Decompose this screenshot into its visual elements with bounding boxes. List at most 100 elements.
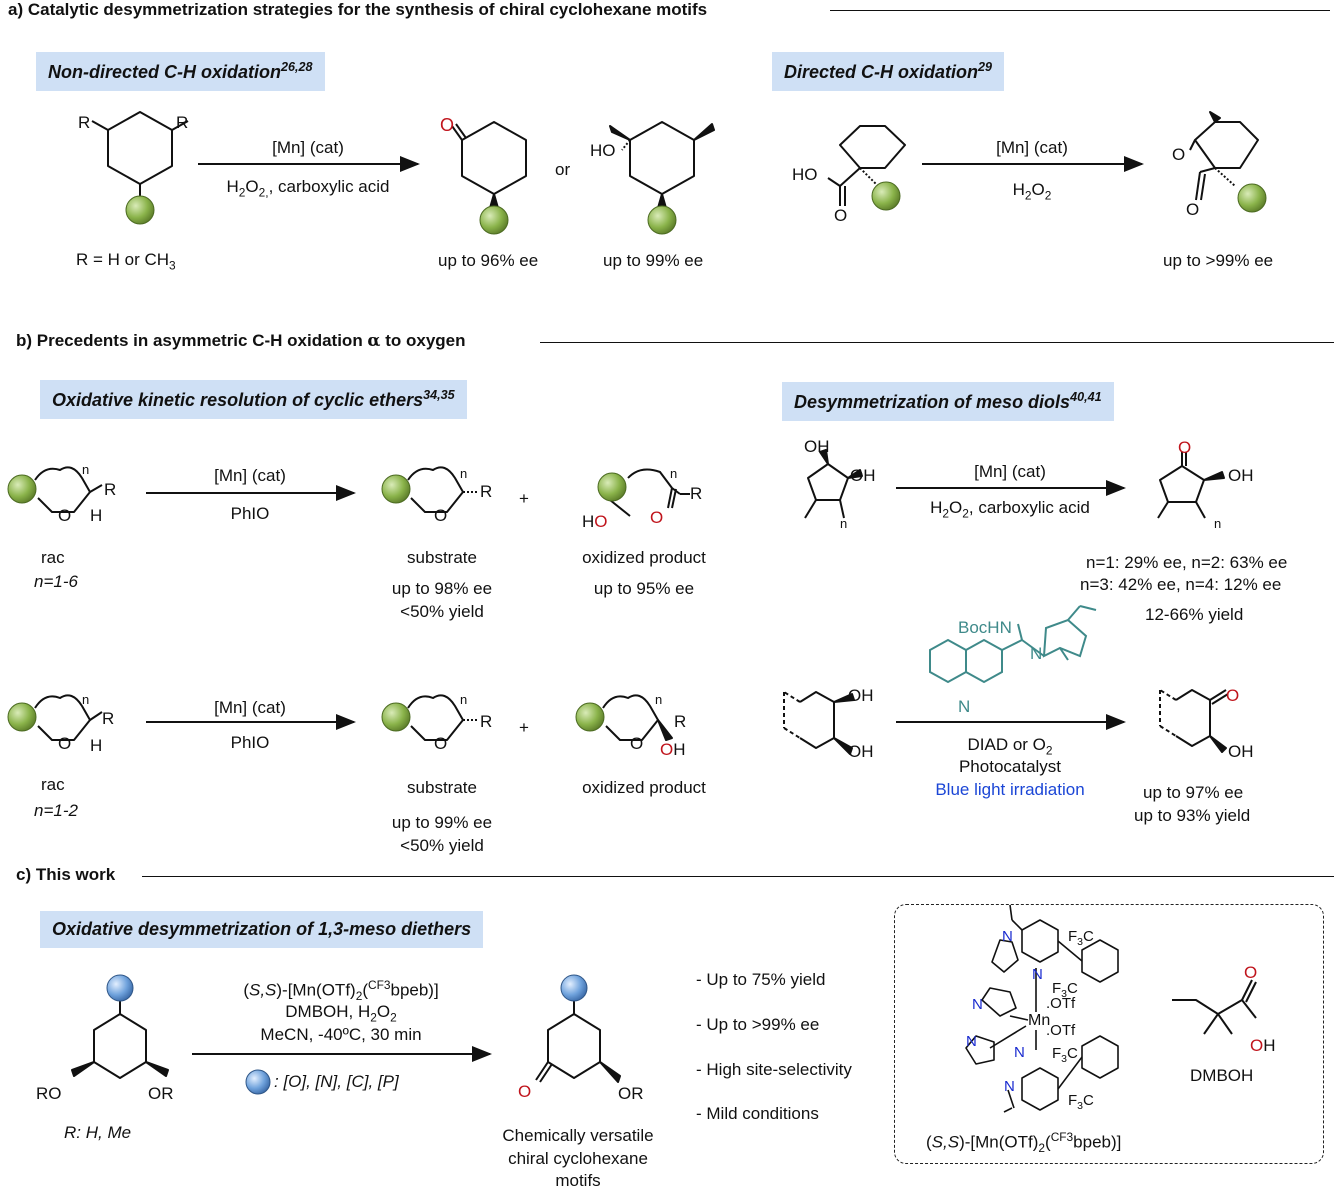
sm1-o: O [58,506,72,525]
n-label: n [460,692,468,707]
product-desc-1: Chemically versatile [502,1126,654,1145]
sm-or: OR [148,1084,174,1103]
cyclohexane-diol [783,691,855,755]
product-label-1: oxidized product [582,548,706,567]
section-b-rule [540,342,1334,343]
prod1-o: O [650,508,664,527]
bullet-yield: - Up to 75% yield [696,970,826,989]
rac-label-1: rac [41,548,65,567]
reagent-b1-top: [Mn] (cat) [214,466,286,485]
meso-diol-box: Desymmetrization of meso diols40,41 [782,382,1114,421]
directed-ref: 29 [978,60,993,74]
diether-sm [71,1000,169,1079]
cond-blue-light: Blue light irradiation [935,780,1085,799]
section-a-rule [830,10,1330,11]
diol-oh-top: OH [804,437,830,456]
dmboh-structure [1172,979,1257,1035]
non-directed-box: Non-directed C-H oxidation26,28 [36,52,325,91]
catalyst-name: (S,S)-[Mn(OTf)2(CF3bpeb)] [926,1130,1122,1156]
reagent-a2-bottom: H2O2 [1012,180,1052,203]
diol-n: n [840,516,848,531]
hydroxy-label: HO [590,141,616,160]
substituent-sphere-green [575,702,605,732]
cat-cf3-4: F3C [1068,1092,1094,1112]
n-label: n [82,692,90,707]
bullet-ee: - Up to >99% ee [696,1015,820,1034]
ee-alcohol: up to 99% ee [603,251,704,270]
diol-ee-line2: n=3: 42% ee, n=4: 12% ee [1080,575,1282,594]
substrate-label-1: substrate [407,548,477,567]
diol-oh-right: OH [850,466,876,485]
prod2-o: O [630,734,644,753]
non-directed-ref: 26,28 [281,60,313,74]
cat-n6: N [1004,1078,1015,1095]
cond-c-line2: DMBOH, H2O2 [285,1002,397,1025]
sm2-o: O [58,734,72,753]
substituent-sphere-green [647,205,677,235]
substituent-sphere-blue [106,974,134,1002]
substrate-yield-1: <50% yield [400,602,484,621]
hk-o: O [1178,438,1192,457]
section-a-title: a) Catalytic desymmetrization strategies… [8,0,708,19]
reagent-b3-bottom: H2O2, carboxylic acid [930,498,1090,521]
prod1-r: R [690,484,703,503]
cyclic-ether-sm-1 [34,466,103,513]
sub2-r: R [480,712,493,731]
prod1-ho: HO [582,512,608,531]
this-work-box: Oxidative desymmetrization of 1,3-meso d… [40,911,484,948]
cyhex-diol-oh2: OH [848,742,874,761]
bicyclic-lactone [1189,111,1259,201]
sm-r-definition: R: H, Me [64,1123,132,1142]
sm1-r: R [104,480,117,499]
substituent-sphere-green [871,181,901,211]
product-desc-2: chiral cyclohexane [508,1149,648,1168]
reagent-b2-top: [Mn] (cat) [214,698,286,717]
cyclohexanone-product [451,121,527,209]
product-desc-3: motifs [555,1171,601,1190]
cyclopentane-diol [804,449,863,519]
n-range-2: n=1-2 [34,801,78,820]
directed-label: Directed C-H oxidation [784,62,979,82]
cat-otf1: .OTf [1046,995,1076,1012]
reagent-a1-top: [Mn] (cat) [272,138,344,157]
section-c-rule [142,876,1334,877]
plus-1: + [519,489,529,508]
substituent-sphere-green [597,472,627,502]
cyclohexanecarboxylic-acid [827,125,906,206]
section-c-title: c) This work [16,865,116,884]
cat-n3: N [972,996,983,1013]
dmboh-label: DMBOH [1190,1066,1254,1085]
sub1-r: R [480,482,493,501]
n-label: n [460,466,468,481]
cat-n5: N [1014,1044,1025,1061]
lactone-o-ring: O [1172,145,1186,164]
hemiketal-product [602,694,673,741]
plus-2: + [519,718,529,737]
sub2-o: O [434,734,448,753]
product-label-2: oxidized product [582,778,706,797]
diol2-ee: up to 97% ee [1143,783,1244,802]
directed-box: Directed C-H oxidation29 [772,52,1005,91]
r-definition: R = H or CH3 [76,250,176,273]
hydroxy-ketone [1157,452,1225,519]
kinetic-resolution-box: Oxidative kinetic resolution of cyclic e… [40,380,467,419]
cyclohexanol-product [609,121,715,209]
diol-yield: 12-66% yield [1145,605,1244,624]
ee-ketone: up to 96% ee [438,251,539,270]
mn-bpeb-catalyst-skeleton [965,904,1119,1113]
substituent-sphere-green [479,205,509,235]
ee-lactone: up to >99% ee [1163,251,1274,270]
quinuclidine-n: N [1030,644,1043,663]
n-label: n [82,462,90,477]
n-range-1: n=1-6 [34,572,78,591]
substituent-r1: R [78,113,91,132]
rac-label-2: rac [41,775,65,794]
prod2-r: R [674,712,687,731]
sm2-h: H [90,736,103,755]
product-or: OR [618,1084,644,1103]
hydroxy-cyclohexanone [1159,689,1229,753]
lactone-o-carbonyl: O [1186,200,1200,219]
substituent-sphere-green [7,702,37,732]
cond-diad: DIAD or O2 [967,735,1053,758]
